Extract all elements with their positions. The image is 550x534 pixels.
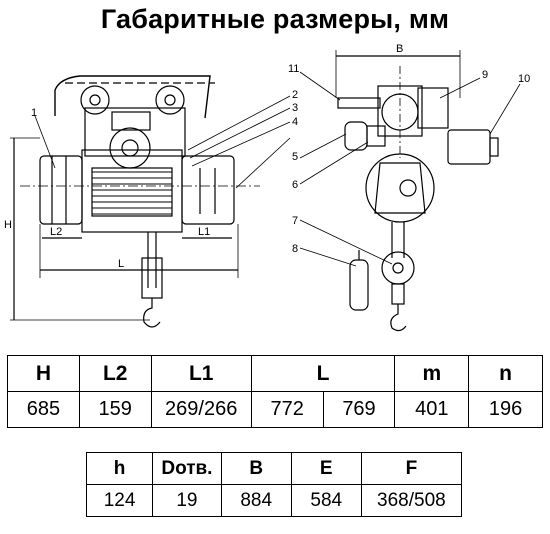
part-11: 11 <box>288 63 299 75</box>
dim-l2-label: L2 <box>50 226 62 238</box>
part-2: 2 <box>292 89 298 101</box>
table-row: 685 159 269/266 772 769 401 196 <box>7 391 543 428</box>
cell-e: 584 <box>290 484 362 517</box>
table-header-row: H L2 L1 L m n <box>7 355 543 392</box>
header-b: B <box>220 452 292 485</box>
cell-h-small: 124 <box>85 484 154 517</box>
dim-h-label: H <box>4 219 12 231</box>
header-n: n <box>468 355 543 392</box>
header-l: L <box>250 355 396 392</box>
dim-b-label: B <box>396 43 403 55</box>
table-header-row: h Dотв. B E F <box>85 452 463 485</box>
cell-f: 368/508 <box>360 484 463 517</box>
dim-l1-label: L1 <box>198 226 210 238</box>
part-1: 1 <box>31 107 37 119</box>
cell-b: 884 <box>220 484 292 517</box>
part-10: 10 <box>518 73 530 85</box>
header-l2: L2 <box>78 355 152 392</box>
cell-l-b: 769 <box>322 391 396 428</box>
header-f: F <box>360 452 463 485</box>
cell-h: 685 <box>7 391 80 428</box>
header-h: H <box>7 355 80 392</box>
part-4: 4 <box>292 116 298 128</box>
cell-d-hole: 19 <box>152 484 222 517</box>
part-3: 3 <box>292 102 298 114</box>
header-e: E <box>290 452 362 485</box>
cell-n: 196 <box>468 391 543 428</box>
part-5: 5 <box>292 151 298 163</box>
page-title: Габаритные размеры, мм <box>100 4 450 34</box>
header-d-hole: Dотв. <box>152 452 222 485</box>
part-6: 6 <box>292 179 298 191</box>
dimensions-table-2: h Dотв. B E F 124 19 884 584 368/508 <box>85 452 463 517</box>
dimensions-table-1: H L2 L1 L m n 685 159 269/266 772 769 40… <box>7 355 543 428</box>
part-8: 8 <box>292 243 298 255</box>
part-9: 9 <box>482 69 488 81</box>
cell-l1: 269/266 <box>150 391 252 428</box>
part-7: 7 <box>292 215 298 227</box>
header-m: m <box>394 355 470 392</box>
cell-l2: 159 <box>78 391 152 428</box>
header-l1: L1 <box>150 355 252 392</box>
table-row: 124 19 884 584 368/508 <box>85 484 463 517</box>
hoist-technical-drawing: H L2 L1 L 1 2 3 4 5 6 7 8 9 10 11 B <box>4 43 530 332</box>
dim-l-label: L <box>118 258 124 270</box>
header-h-small: h <box>85 452 154 485</box>
cell-l-a: 772 <box>250 391 324 428</box>
cell-m: 401 <box>394 391 470 428</box>
